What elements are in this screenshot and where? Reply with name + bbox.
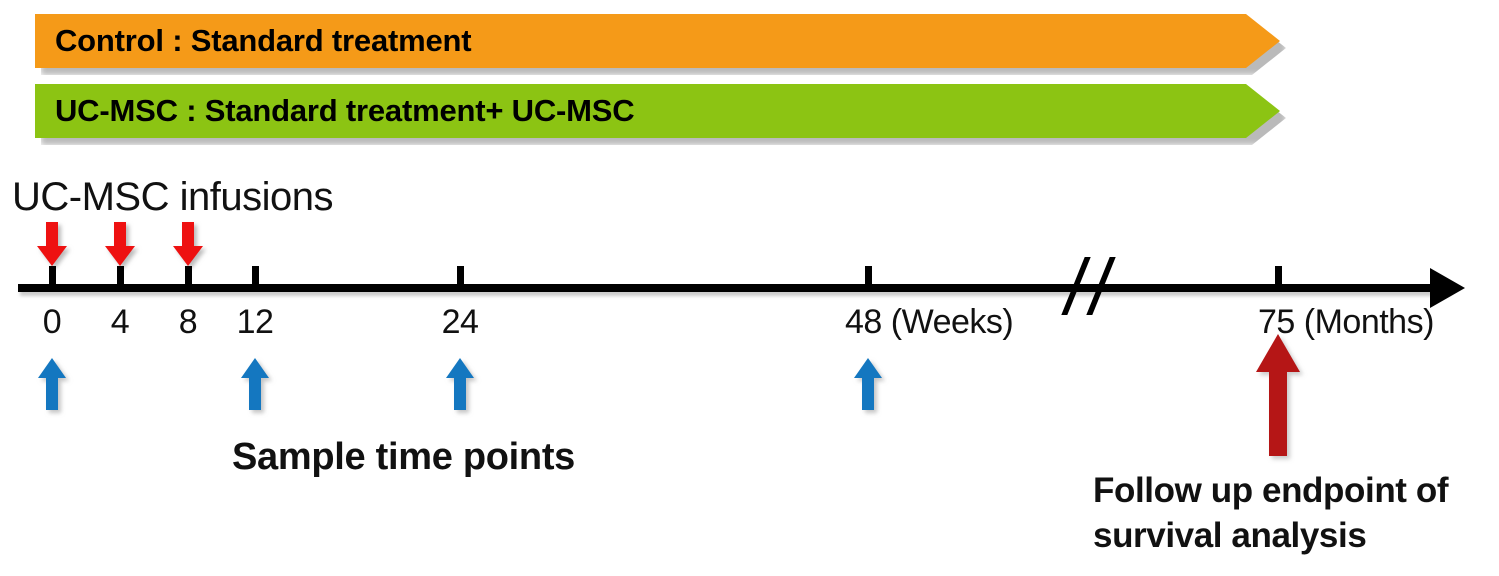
followup-caption-line-1: Follow up endpoint of <box>1093 471 1449 510</box>
tick-month-75 <box>1275 266 1282 286</box>
tick-week-0 <box>49 266 56 286</box>
tick-week-48 <box>865 266 872 286</box>
tick-week-12 <box>252 266 259 286</box>
arrow-head <box>854 358 882 378</box>
arrow-head <box>173 246 203 266</box>
banner-ucmsc-label: UC-MSC : Standard treatment+ UC-MSC <box>55 93 635 128</box>
banner-ucmsc-shape <box>35 84 1280 138</box>
tick-label-4: 4 <box>110 303 130 341</box>
arrow-stem <box>454 376 466 410</box>
banner-ucmsc-arm: UC-MSC : Standard treatment+ UC-MSC <box>35 84 1280 138</box>
tick-week-24 <box>457 266 464 286</box>
tick-label-0: 0 <box>42 303 62 341</box>
infusion-arrow-week-8 <box>173 222 203 266</box>
tick-week-4 <box>117 266 124 286</box>
sample-arrow-week-48 <box>854 358 882 410</box>
arrow-head <box>241 358 269 378</box>
sample-arrow-week-12 <box>241 358 269 410</box>
banner-control-label: Control : Standard treatment <box>55 23 472 58</box>
arrow-head <box>37 246 67 266</box>
sample-time-points-caption: Sample time points <box>232 436 576 478</box>
followup-caption-line-2: survival analysis <box>1093 516 1367 555</box>
arrow-stem <box>182 222 194 248</box>
sample-arrow-week-24 <box>446 358 474 410</box>
banner-control-arm: Control : Standard treatment <box>35 14 1280 68</box>
tick-label-24: 24 <box>441 303 479 341</box>
tick-label-12: 12 <box>236 303 274 341</box>
arrow-stem <box>114 222 126 248</box>
followup-endpoint-arrow-month-75 <box>1256 334 1300 456</box>
arrow-stem <box>46 376 58 410</box>
arrow-head <box>446 358 474 378</box>
tick-label-48-weeks: 48 (Weeks) <box>845 303 1014 341</box>
arrow-head <box>1256 334 1300 372</box>
uc-msc-infusions-title: UC-MSC infusions <box>12 175 333 219</box>
followup-endpoint-caption: Follow up endpoint of survival analysis <box>1093 468 1449 558</box>
arrow-stem <box>862 376 874 410</box>
arrow-stem <box>1269 368 1287 456</box>
timeline-axis-arrowhead-icon <box>1430 268 1465 308</box>
banner-control-shape <box>35 14 1280 68</box>
infusion-arrow-week-4 <box>105 222 135 266</box>
arrow-head <box>105 246 135 266</box>
arrow-stem <box>46 222 58 248</box>
tick-week-8 <box>185 266 192 286</box>
tick-label-8: 8 <box>178 303 198 341</box>
sample-arrow-week-0 <box>38 358 66 410</box>
timeline-axis-line <box>18 284 1448 292</box>
infusion-arrow-week-0 <box>37 222 67 266</box>
arrow-head <box>38 358 66 378</box>
arrow-stem <box>249 376 261 410</box>
